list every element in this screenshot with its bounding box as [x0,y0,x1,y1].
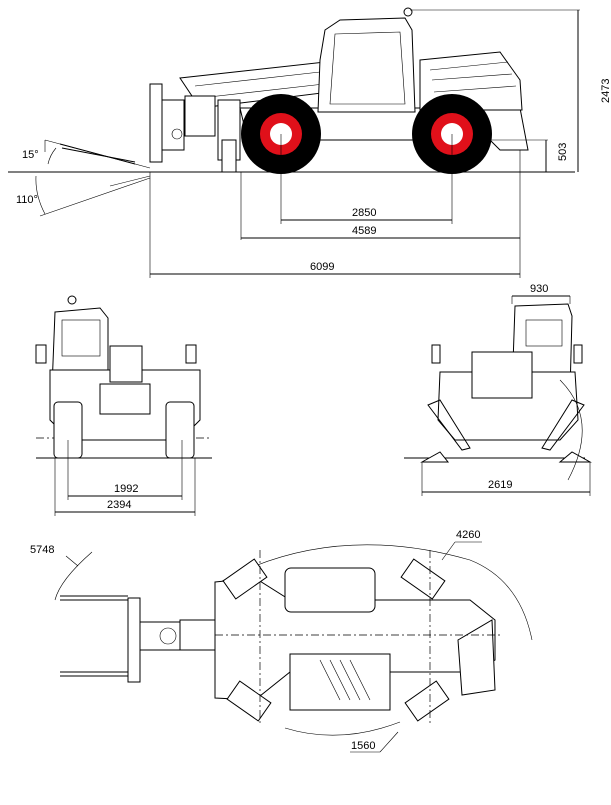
track-width-label: 1992 [114,483,138,495]
fork-carriage [149,83,163,163]
cab [317,17,416,113]
body-length-label: 4589 [352,225,376,237]
right-outrigger [541,399,585,451]
front-view: 1992 2394 [35,295,212,516]
inner-turning-arc [284,721,401,736]
front-right-tire [165,401,195,459]
overall-width-label: 2394 [107,499,131,511]
height-label: 2473 [600,79,611,103]
ground-clearance-label: 503 [557,143,569,161]
inner-turning-radius-label: 1560 [351,740,375,752]
top-view: 5748 4260 1560 [30,529,533,753]
top-cab-roof [284,567,376,613]
fork-turning-arc [54,551,93,601]
outrigger-width-label: 2619 [488,479,512,491]
fork-tilt-down-label: 110° [16,194,38,206]
overall-length-label: 6099 [310,261,334,273]
top-wheel-rear-right [404,680,450,722]
fork-tilt-up-label: 15° [22,149,39,161]
top-wheel-front-left [222,558,268,600]
beacon-icon [403,7,413,17]
rear-view: 930 2619 [404,283,592,496]
top-fork-carriage [127,597,141,683]
body-turning-arc [214,544,533,641]
side-view: 15° 110° 2850 4589 6099 2473 503 [8,7,611,278]
top-engine-bay [289,653,391,711]
fork-turning-radius-label: 5748 [30,544,54,556]
body-turning-radius-label: 4260 [456,529,480,541]
cab-width-label: 930 [530,283,548,295]
wheelbase-label: 2850 [352,207,376,219]
left-outrigger [427,399,471,451]
top-wheel-rear-left [400,558,446,600]
